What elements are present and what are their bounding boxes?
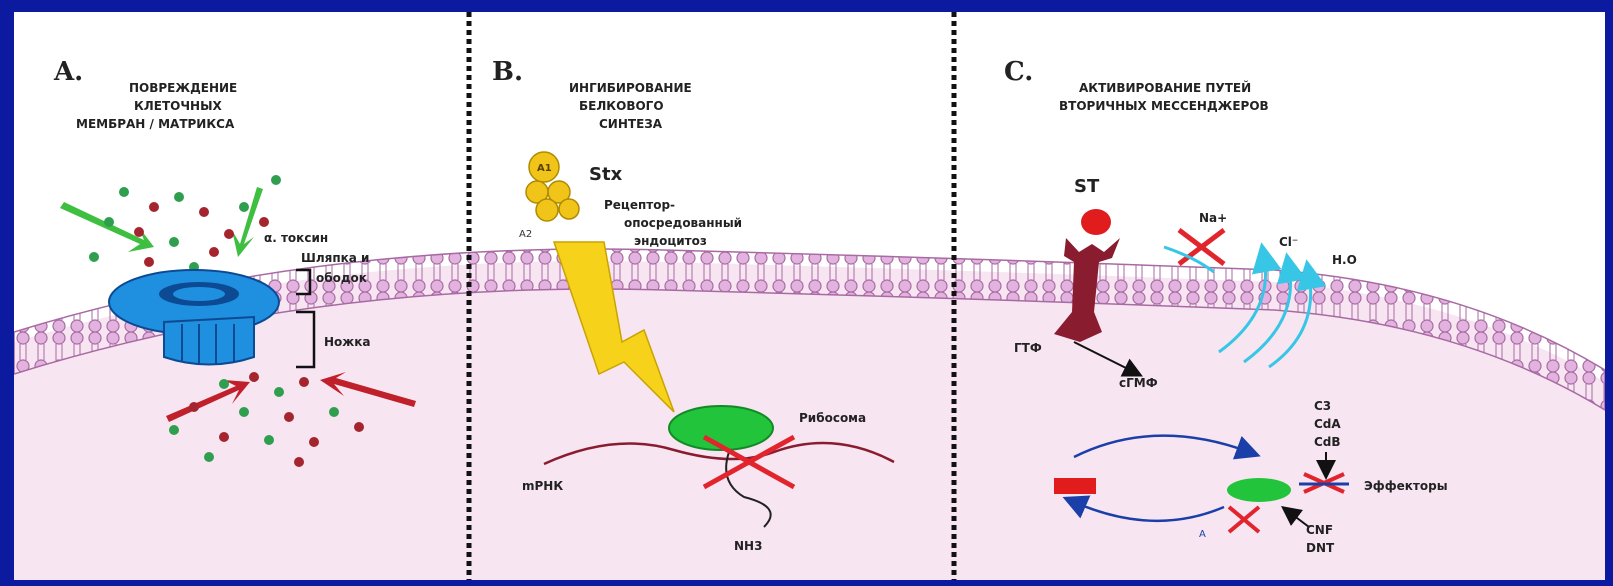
label-receptor-2: опосредованный bbox=[624, 216, 742, 230]
label-cdb: CdB bbox=[1314, 435, 1341, 449]
label-mrna: mРНК bbox=[522, 479, 563, 493]
label-stx: Stx bbox=[589, 164, 623, 185]
panel-c-letter: C. bbox=[1004, 57, 1033, 87]
label-na: Na+ bbox=[1199, 211, 1227, 225]
label-a: A bbox=[1199, 529, 1206, 540]
rho-gtp-active bbox=[1227, 478, 1291, 502]
panel-b-title-line3: СИНТЕЗА bbox=[599, 117, 663, 131]
toxin-particles-extracellular bbox=[89, 175, 281, 272]
label-st: ST bbox=[1074, 176, 1100, 197]
toxin-mechanisms-diagram: A. ПОВРЕЖДЕНИЕ КЛЕТОЧНЫХ МЕМБРАН / МАТРИ… bbox=[14, 12, 1605, 580]
panel-b-title-line1: ИНГИБИРОВАНИЕ bbox=[569, 81, 692, 95]
panel-c-title-line2: ВТОРИЧНЫХ МЕССЕНДЖЕРОВ bbox=[1059, 99, 1269, 113]
st-toxin bbox=[1081, 209, 1111, 235]
label-cap: Шляпка и bbox=[301, 251, 369, 265]
panel-a-title-line3: МЕМБРАН / МАТРИКСА bbox=[76, 117, 235, 131]
label-h2o: H.O bbox=[1332, 253, 1357, 267]
panel-a-letter: A. bbox=[53, 57, 83, 87]
rho-gdp-inactive bbox=[1054, 478, 1096, 494]
label-stem: Ножка bbox=[324, 335, 370, 349]
label-dnt: DNT bbox=[1306, 541, 1335, 555]
label-cnf: CNF bbox=[1306, 523, 1333, 537]
label-gtp: ГТФ bbox=[1014, 341, 1042, 355]
label-a1: A1 bbox=[537, 163, 552, 174]
label-alpha-toxin: α. токсин bbox=[264, 231, 328, 245]
stx-toxin: A1 A2 bbox=[519, 152, 579, 240]
label-receptor-3: эндоцитоз bbox=[634, 234, 707, 248]
green-arrow-left bbox=[60, 202, 154, 252]
ribosome bbox=[669, 406, 773, 450]
label-effectors: Эффекторы bbox=[1364, 479, 1448, 493]
label-c3: C3 bbox=[1314, 399, 1331, 413]
label-collar: ободок bbox=[316, 271, 367, 285]
panel-c-title-line1: АКТИВИРОВАНИЕ ПУТЕЙ bbox=[1079, 80, 1251, 95]
panel-b-title-line2: БЕЛКОВОГО bbox=[579, 99, 664, 113]
panel-a-title-line2: КЛЕТОЧНЫХ bbox=[134, 99, 223, 113]
label-cda: CdA bbox=[1314, 417, 1341, 431]
label-receptor-1: Рецептор- bbox=[604, 198, 675, 212]
panel-a-title-line1: ПОВРЕЖДЕНИЕ bbox=[129, 81, 237, 95]
label-nh3: NH3 bbox=[734, 539, 762, 553]
label-cgmp: сГМФ bbox=[1119, 376, 1158, 390]
label-a2: A2 bbox=[519, 229, 532, 240]
figure-panel: A. ПОВРЕЖДЕНИЕ КЛЕТОЧНЫХ МЕМБРАН / МАТРИ… bbox=[14, 12, 1605, 580]
panel-b-letter: B. bbox=[492, 57, 523, 87]
label-cl: Cl⁻ bbox=[1279, 235, 1298, 249]
label-ribosome: Рибосома bbox=[799, 411, 866, 425]
green-arrow-right bbox=[232, 187, 263, 257]
